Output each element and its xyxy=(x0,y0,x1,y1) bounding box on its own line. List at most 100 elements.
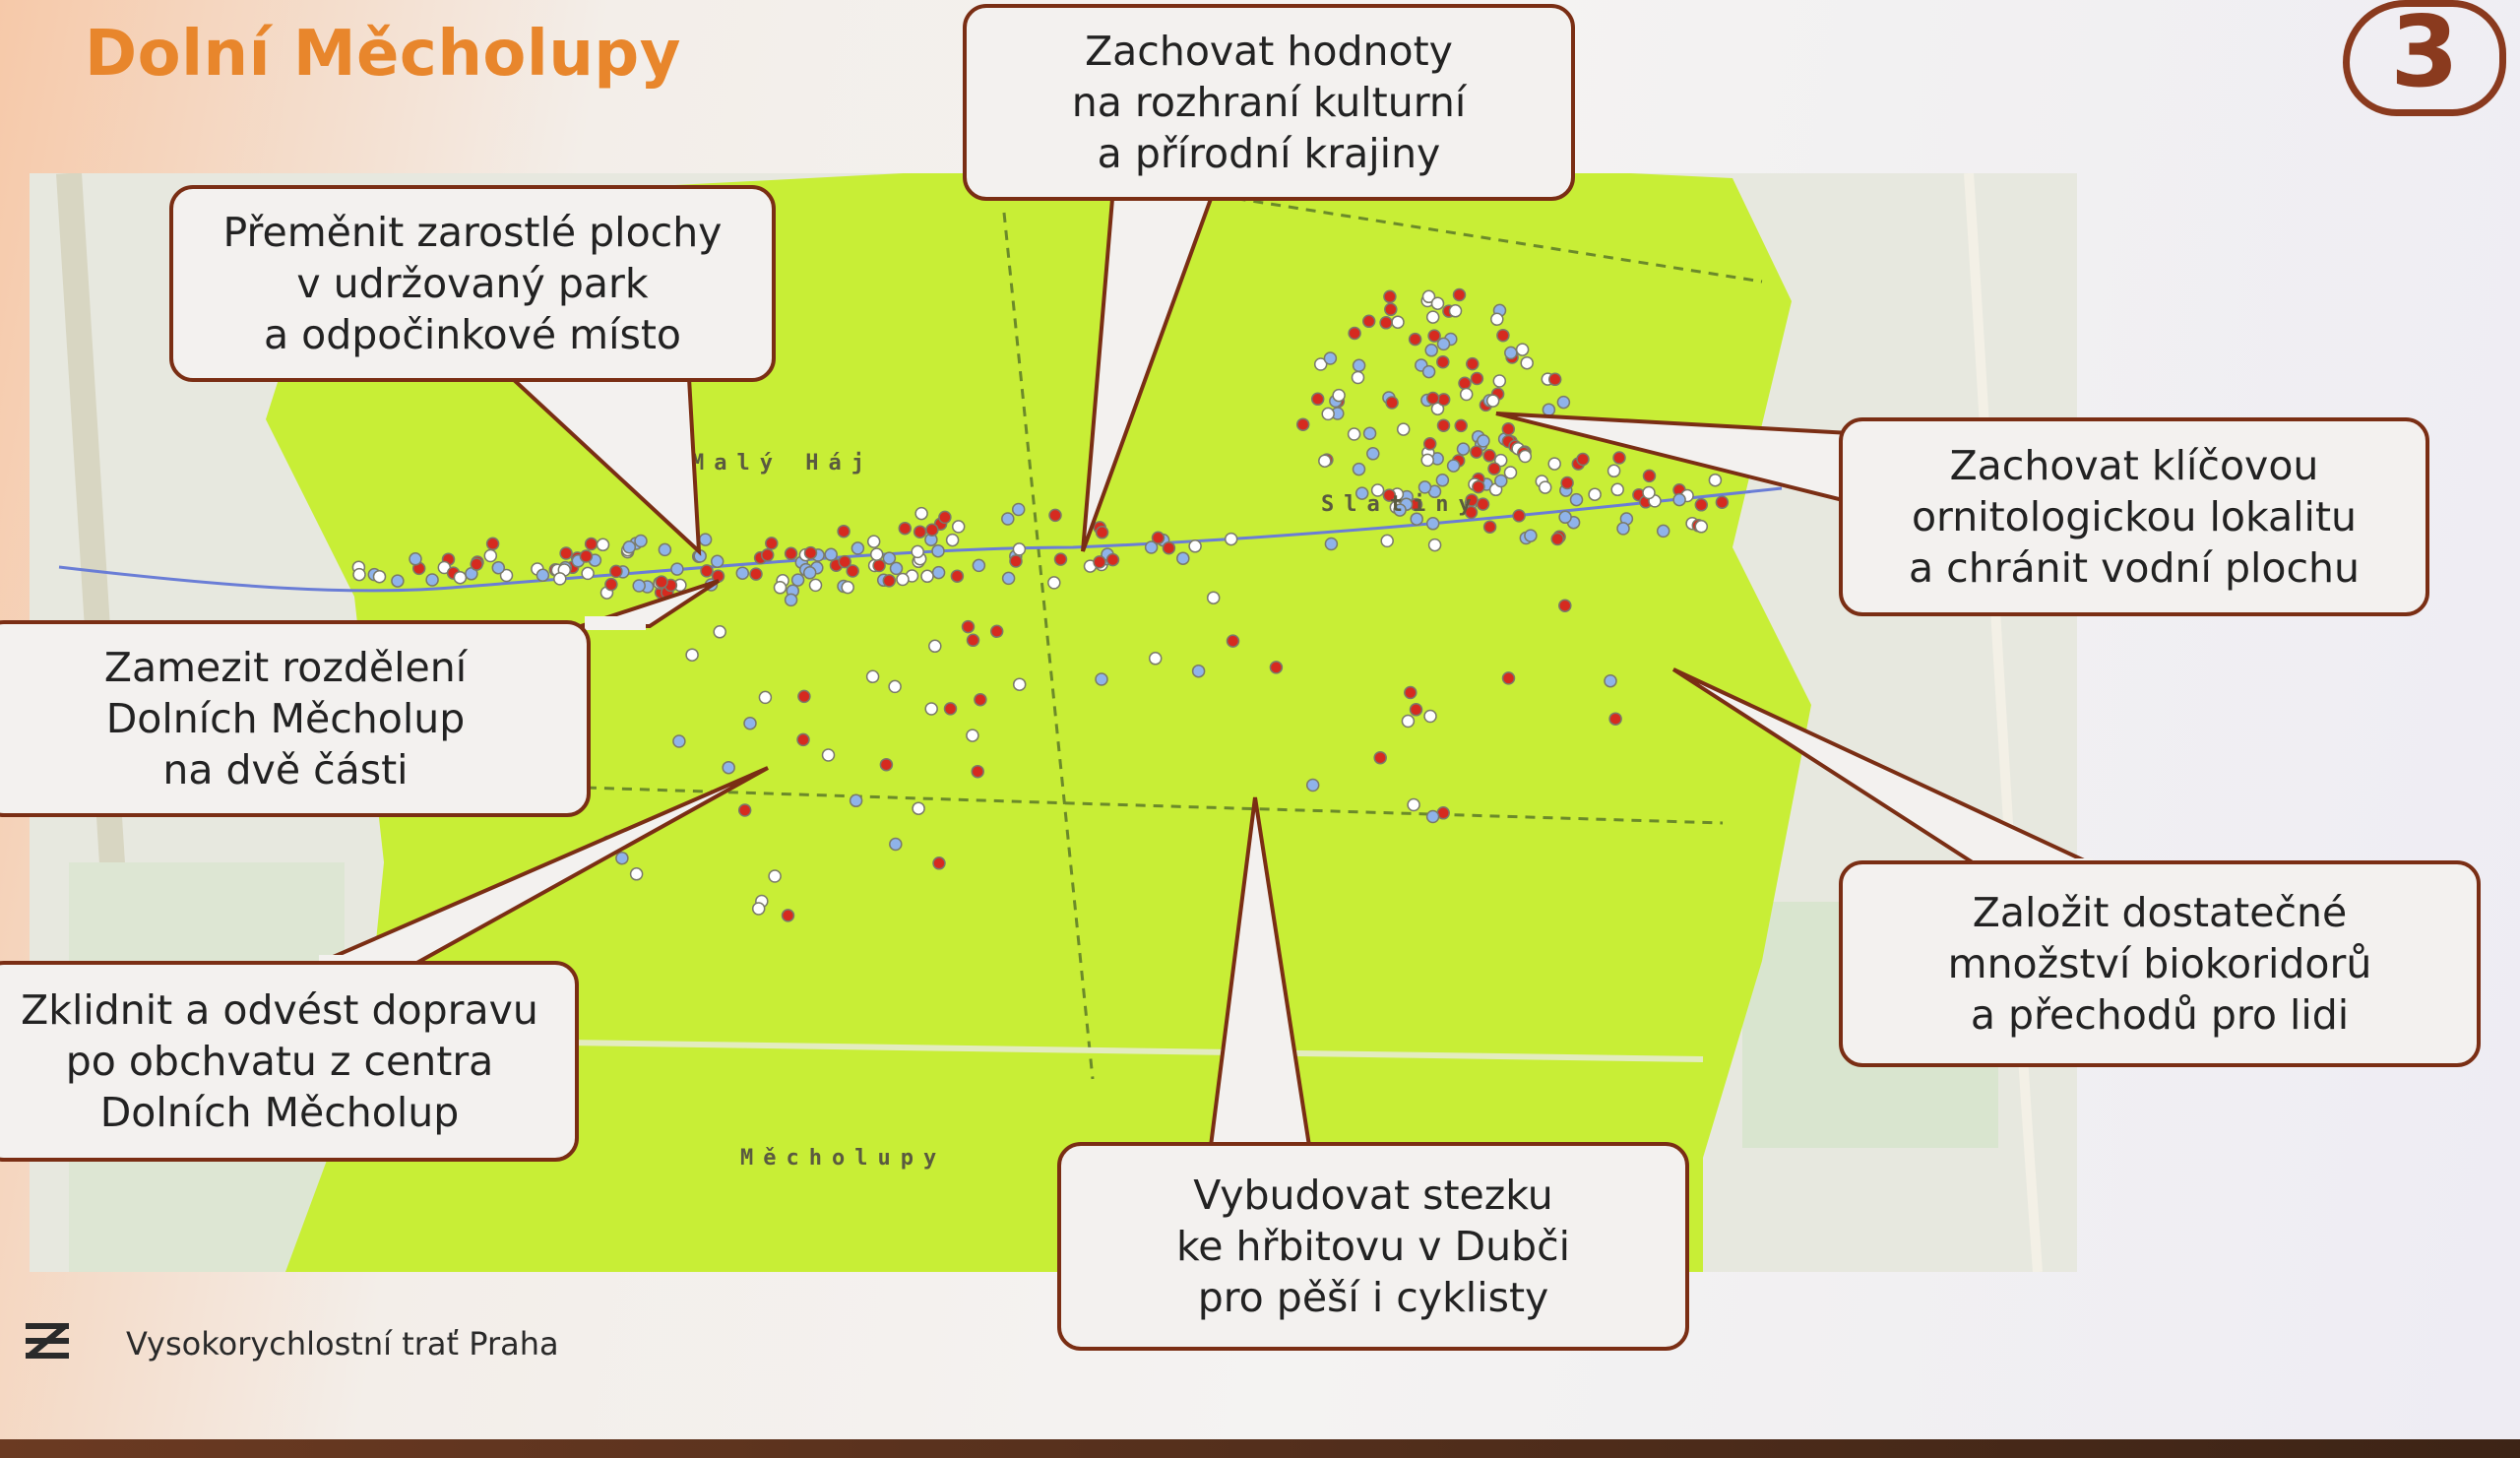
map-point-marker[interactable] xyxy=(1408,332,1422,347)
map-point-marker[interactable] xyxy=(1373,750,1387,765)
map-point-marker[interactable] xyxy=(1608,712,1622,726)
map-point-marker[interactable] xyxy=(758,690,773,705)
map-point-marker[interactable] xyxy=(1466,356,1480,371)
map-point-marker[interactable] xyxy=(1224,532,1238,546)
map-point-marker[interactable] xyxy=(1470,371,1484,386)
map-point-marker[interactable] xyxy=(824,547,838,562)
map-point-marker[interactable] xyxy=(1269,661,1284,674)
map-point-marker[interactable] xyxy=(1352,462,1366,476)
map-point-marker[interactable] xyxy=(1520,355,1534,370)
map-point-marker[interactable] xyxy=(972,558,986,573)
map-point-marker[interactable] xyxy=(1485,394,1500,408)
map-point-marker[interactable] xyxy=(658,542,672,557)
map-point-marker[interactable] xyxy=(911,544,924,559)
map-point-marker[interactable] xyxy=(1538,480,1552,494)
map-point-marker[interactable] xyxy=(879,757,894,772)
map-point-marker[interactable] xyxy=(1694,498,1709,512)
map-point-marker[interactable] xyxy=(1361,314,1376,329)
map-point-marker[interactable] xyxy=(1425,391,1440,406)
map-point-marker[interactable] xyxy=(1001,512,1015,526)
map-point-marker[interactable] xyxy=(1323,351,1338,365)
map-point-marker[interactable] xyxy=(1418,480,1432,494)
map-point-marker[interactable] xyxy=(781,909,795,922)
map-point-marker[interactable] xyxy=(615,851,629,865)
map-point-marker[interactable] xyxy=(1501,671,1516,685)
map-point-marker[interactable] xyxy=(802,566,817,580)
map-point-marker[interactable] xyxy=(1313,357,1328,371)
map-point-marker[interactable] xyxy=(1558,510,1572,525)
map-point-marker[interactable] xyxy=(966,729,979,742)
map-point-marker[interactable] xyxy=(773,581,788,595)
map-point-marker[interactable] xyxy=(409,552,422,566)
map-point-marker[interactable] xyxy=(961,619,976,634)
map-point-marker[interactable] xyxy=(850,541,865,555)
map-point-marker[interactable] xyxy=(1305,778,1320,792)
map-point-marker[interactable] xyxy=(634,534,648,548)
map-point-marker[interactable] xyxy=(796,732,810,747)
map-point-marker[interactable] xyxy=(1310,392,1325,407)
map-point-marker[interactable] xyxy=(1708,473,1723,487)
map-point-marker[interactable] xyxy=(700,564,714,578)
map-point-marker[interactable] xyxy=(632,579,646,593)
map-point-marker[interactable] xyxy=(1176,551,1190,565)
map-point-marker[interactable] xyxy=(1576,452,1590,467)
map-point-marker[interactable] xyxy=(1295,417,1310,431)
map-point-marker[interactable] xyxy=(1421,289,1436,304)
map-point-marker[interactable] xyxy=(1321,407,1335,421)
map-point-marker[interactable] xyxy=(1105,552,1120,567)
map-point-marker[interactable] xyxy=(1191,664,1206,678)
map-point-marker[interactable] xyxy=(1012,542,1027,556)
map-point-marker[interactable] xyxy=(579,549,594,563)
map-point-marker[interactable] xyxy=(553,572,567,586)
map-point-marker[interactable] xyxy=(1001,571,1016,586)
map-point-marker[interactable] xyxy=(1547,372,1562,387)
map-point-marker[interactable] xyxy=(882,551,897,565)
map-point-marker[interactable] xyxy=(604,577,618,592)
map-point-marker[interactable] xyxy=(1012,677,1027,691)
map-point-marker[interactable] xyxy=(1396,422,1411,436)
map-point-marker[interactable] xyxy=(1425,809,1440,824)
map-point-marker[interactable] xyxy=(1401,714,1416,729)
map-point-marker[interactable] xyxy=(1604,673,1617,688)
map-point-marker[interactable] xyxy=(1494,474,1508,488)
map-point-marker[interactable] xyxy=(1095,672,1108,686)
map-point-marker[interactable] xyxy=(743,716,757,730)
map-point-marker[interactable] xyxy=(749,567,763,581)
map-point-marker[interactable] xyxy=(1464,505,1479,520)
map-point-marker[interactable] xyxy=(889,561,904,576)
map-point-marker[interactable] xyxy=(1009,554,1023,568)
map-point-marker[interactable] xyxy=(1550,532,1564,546)
map-point-marker[interactable] xyxy=(950,569,965,583)
map-point-marker[interactable] xyxy=(1144,540,1159,554)
map-point-marker[interactable] xyxy=(1188,539,1202,553)
map-point-marker[interactable] xyxy=(1318,454,1332,468)
map-point-marker[interactable] xyxy=(989,624,1004,639)
map-point-marker[interactable] xyxy=(1448,304,1463,318)
map-point-marker[interactable] xyxy=(888,679,902,694)
map-point-marker[interactable] xyxy=(1556,395,1571,410)
map-point-marker[interactable] xyxy=(1393,503,1407,517)
map-point-marker[interactable] xyxy=(372,569,387,584)
map-point-marker[interactable] xyxy=(784,546,798,561)
map-point-marker[interactable] xyxy=(1558,599,1572,612)
map-point-marker[interactable] xyxy=(1642,469,1657,483)
map-point-marker[interactable] xyxy=(1588,487,1602,501)
map-point-marker[interactable] xyxy=(1452,287,1467,302)
map-point-marker[interactable] xyxy=(1694,520,1709,534)
map-point-marker[interactable] xyxy=(737,803,752,817)
map-point-marker[interactable] xyxy=(1427,538,1442,552)
map-point-marker[interactable] xyxy=(928,639,942,654)
map-point-marker[interactable] xyxy=(1436,337,1451,351)
map-point-marker[interactable] xyxy=(1501,422,1516,436)
map-point-marker[interactable] xyxy=(1425,310,1440,324)
map-point-marker[interactable] xyxy=(838,554,851,569)
map-point-marker[interactable] xyxy=(722,760,735,775)
map-point-marker[interactable] xyxy=(1612,451,1626,465)
map-point-marker[interactable] xyxy=(536,568,550,583)
map-point-marker[interactable] xyxy=(1382,488,1397,502)
map-point-marker[interactable] xyxy=(938,510,952,525)
map-point-marker[interactable] xyxy=(629,867,644,881)
map-point-marker[interactable] xyxy=(1362,426,1377,440)
map-point-marker[interactable] xyxy=(1547,457,1561,471)
map-point-marker[interactable] xyxy=(912,801,925,815)
